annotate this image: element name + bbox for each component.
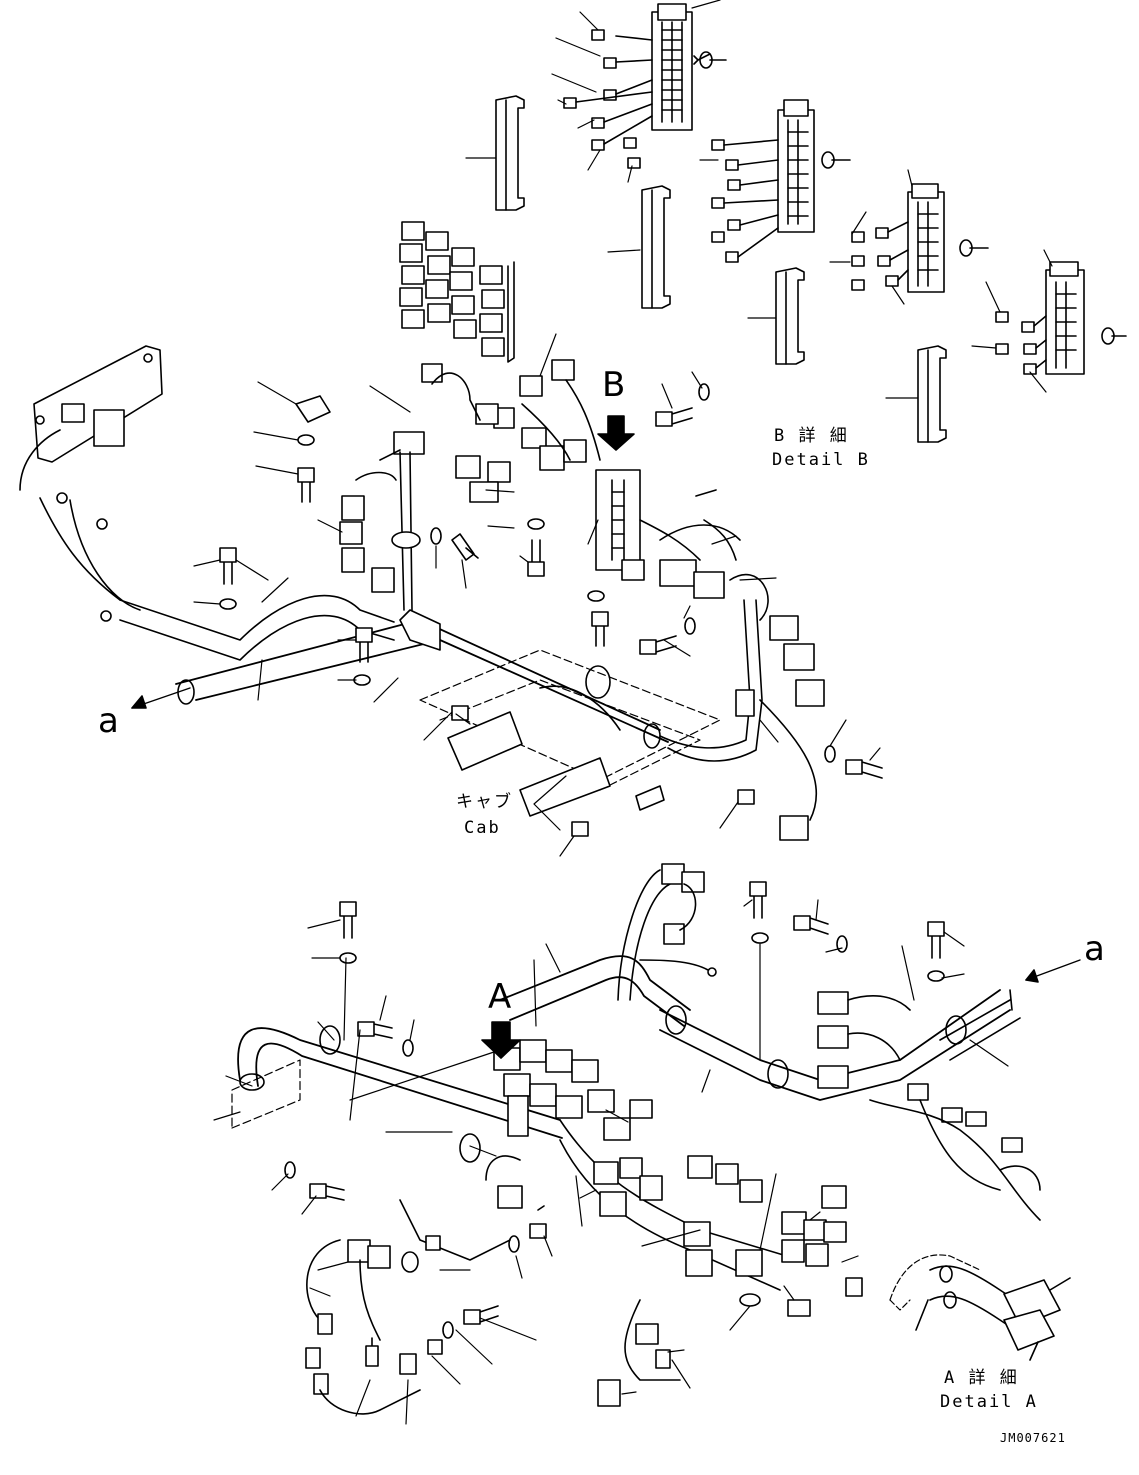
bolts-washers-upper	[219, 383, 883, 837]
view-label-a: A	[488, 977, 512, 1017]
detail-b-connector-block-1	[651, 3, 727, 131]
cab-label-jp: キャブ	[456, 792, 513, 812]
relay-block-stack	[399, 221, 515, 363]
wiring-plate-left	[19, 345, 163, 622]
detail-b-cover-3	[775, 267, 805, 365]
connector-cluster-center	[421, 359, 641, 571]
connector-cluster-lower-center	[485, 1039, 863, 1317]
main-harness-cab-upper	[119, 573, 769, 762]
detail-b-cover-4	[917, 345, 947, 443]
connector-cluster-left-cab	[339, 431, 425, 611]
direction-arrow-a-right	[1025, 959, 1081, 983]
detail-b-terminals-4	[995, 311, 1047, 375]
cab-label-en: Cab	[464, 818, 501, 838]
detail-a-title-en: Detail A	[940, 1392, 1038, 1412]
detail-b-cover-1	[495, 95, 525, 211]
cab-floor-brackets	[447, 665, 665, 817]
cab-floor-outline	[419, 649, 721, 791]
connector-cluster-lower-right	[817, 991, 1041, 1221]
view-label-b: B	[602, 365, 626, 405]
detail-a-inset	[889, 1254, 1071, 1361]
direction-arrow-a-left	[131, 687, 191, 709]
arrow-label-a-right: a	[1084, 929, 1105, 969]
drawing-code: JM007621	[1000, 1431, 1066, 1445]
detail-b-cover-2	[641, 185, 671, 309]
connector-cluster-top-loop	[617, 863, 717, 1001]
detail-b-terminals-2	[711, 139, 779, 263]
arrow-label-a-left: a	[98, 701, 119, 741]
detail-b-connector-block-2	[777, 99, 851, 233]
view-arrow-b	[597, 415, 635, 451]
connector-cluster-lower-left	[305, 1199, 681, 1415]
detail-b-connector-block-3	[907, 183, 989, 293]
detail-b-connector-block-4	[1045, 261, 1127, 375]
connector-cluster-right-cab	[621, 489, 825, 841]
detail-b-terminals-3	[851, 221, 909, 291]
detail-b-terminals-1	[563, 29, 653, 169]
main-harness-lower	[231, 955, 1021, 1163]
leader-lines-lower	[213, 899, 1009, 1425]
detail-a-title-jp: A 詳 細	[944, 1368, 1019, 1388]
view-arrow-a	[481, 1021, 521, 1059]
leader-lines-upper	[193, 333, 881, 857]
detail-b-leader-lines	[465, 0, 1053, 399]
detail-b-title-jp: B 詳 細	[774, 426, 849, 446]
bolts-washers-lower	[284, 881, 945, 1339]
detail-b-title-en: Detail B	[772, 450, 870, 470]
